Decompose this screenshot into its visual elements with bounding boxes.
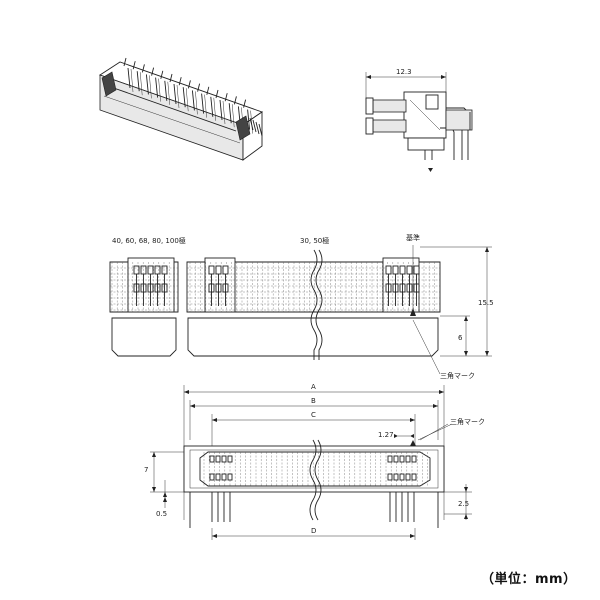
contact-slot (215, 265, 222, 275)
iso-tail-pin (255, 121, 260, 135)
iso-pin-front (250, 110, 253, 134)
iso-pin-top (141, 64, 145, 73)
bottom-contact-slot (209, 455, 215, 463)
contact-slot (406, 265, 413, 275)
dim-7-label: 7 (144, 466, 148, 474)
iso-pin-front (231, 104, 235, 128)
contact-slot (161, 265, 168, 275)
iso-pin-front (210, 96, 214, 117)
iso-pin-front (204, 94, 207, 118)
bottom-contact-slot (405, 455, 411, 463)
contact-slot (385, 265, 392, 275)
height-total-label: 15.5 (478, 299, 494, 307)
height-lower-label: 6 (458, 334, 463, 342)
iso-pin-top (123, 57, 127, 67)
iso-pin-front (182, 87, 186, 108)
bottom-contact-slot (393, 473, 399, 481)
iso-pin-top (233, 96, 237, 105)
iso-pin-front (201, 93, 205, 114)
side-profile-view (365, 72, 473, 172)
iso-pin-front (167, 81, 171, 105)
iso-pin-front (213, 97, 217, 121)
iso-pin-front (130, 68, 134, 93)
bottom-contact-slot (227, 473, 233, 481)
dim-c-label: C (311, 411, 316, 419)
dim-a-label: A (311, 383, 316, 391)
contact-slot (399, 265, 406, 275)
bottom-view (150, 385, 472, 540)
dim-b-label: B (311, 397, 316, 405)
reference-label: 基準 (406, 233, 420, 242)
dim-0-5-label: 0.5 (156, 510, 167, 518)
iso-tail-pin (249, 117, 254, 131)
bottom-contact-slot (411, 473, 417, 481)
bottom-contact-slot (387, 455, 393, 463)
contact-slot (392, 265, 399, 275)
iso-pin-top (243, 99, 247, 108)
iso-pin-front (222, 100, 226, 125)
triangle-mark-label-2: 三角マーク (450, 417, 485, 426)
iso-pin-top (132, 61, 136, 70)
iso-pin-front (176, 84, 180, 109)
bottom-contact-slot (221, 455, 227, 463)
variant-few-label: 30, 50極 (300, 236, 329, 245)
iso-tail-pin (252, 119, 257, 133)
units-label: （単位：mm） (481, 572, 577, 587)
contact-slot (140, 265, 147, 275)
bottom-contact-slot (411, 455, 417, 463)
bottom-contact-slot (215, 455, 221, 463)
iso-pin-front (158, 78, 161, 102)
dim-2-5-label: 2.5 (458, 500, 469, 508)
iso-pin-front (195, 91, 198, 115)
bottom-contact-slot (227, 455, 233, 463)
bottom-contact-slot (387, 473, 393, 481)
iso-pin-top (151, 67, 155, 76)
iso-pin-top (215, 89, 219, 99)
iso-pin-top (206, 86, 210, 95)
front-view (109, 245, 492, 375)
iso-tail-pin (258, 123, 263, 137)
iso-pin-front (185, 88, 189, 112)
contact-slot (222, 265, 229, 275)
bottom-contact-slot (405, 473, 411, 481)
contact-slot (147, 265, 154, 275)
iso-pin-front (149, 75, 152, 99)
bottom-contact-slot (399, 473, 405, 481)
isometric-connector-view (98, 57, 263, 161)
iso-pin-top (160, 70, 164, 79)
iso-pin-top (178, 77, 182, 86)
triangle-mark-label-1: 三角マーク (440, 371, 475, 380)
dim-d-label: D (311, 527, 316, 535)
iso-pin-front (155, 77, 159, 98)
iso-pin-front (228, 103, 232, 124)
iso-pin-front (191, 90, 195, 111)
iso-pin-top (224, 93, 228, 102)
iso-pin-front (247, 109, 251, 130)
bottom-contact-slot (393, 455, 399, 463)
contact-slot (208, 265, 215, 275)
variant-many-label: 40, 60, 68, 80, 100極 (112, 236, 186, 245)
contact-slot (154, 265, 161, 275)
iso-pin-top (197, 83, 201, 92)
iso-pin-front (127, 67, 131, 89)
iso-pin-front (145, 74, 149, 95)
iso-pin-front (139, 72, 143, 96)
iso-pin-front (219, 99, 223, 121)
pitch-label: 1.27 (378, 431, 394, 439)
iso-pin-front (164, 80, 168, 101)
bottom-contact-slot (399, 455, 405, 463)
contact-slot (413, 265, 420, 275)
iso-pin-top (169, 73, 173, 83)
iso-pin-front (136, 71, 140, 92)
contact-slot (133, 265, 140, 275)
iso-pin-top (187, 80, 191, 89)
iso-pin-front (173, 83, 177, 105)
bottom-contact-slot (215, 473, 221, 481)
bottom-contact-slot (221, 473, 227, 481)
width-12-3-label: 12.3 (396, 68, 412, 76)
bottom-contact-slot (209, 473, 215, 481)
